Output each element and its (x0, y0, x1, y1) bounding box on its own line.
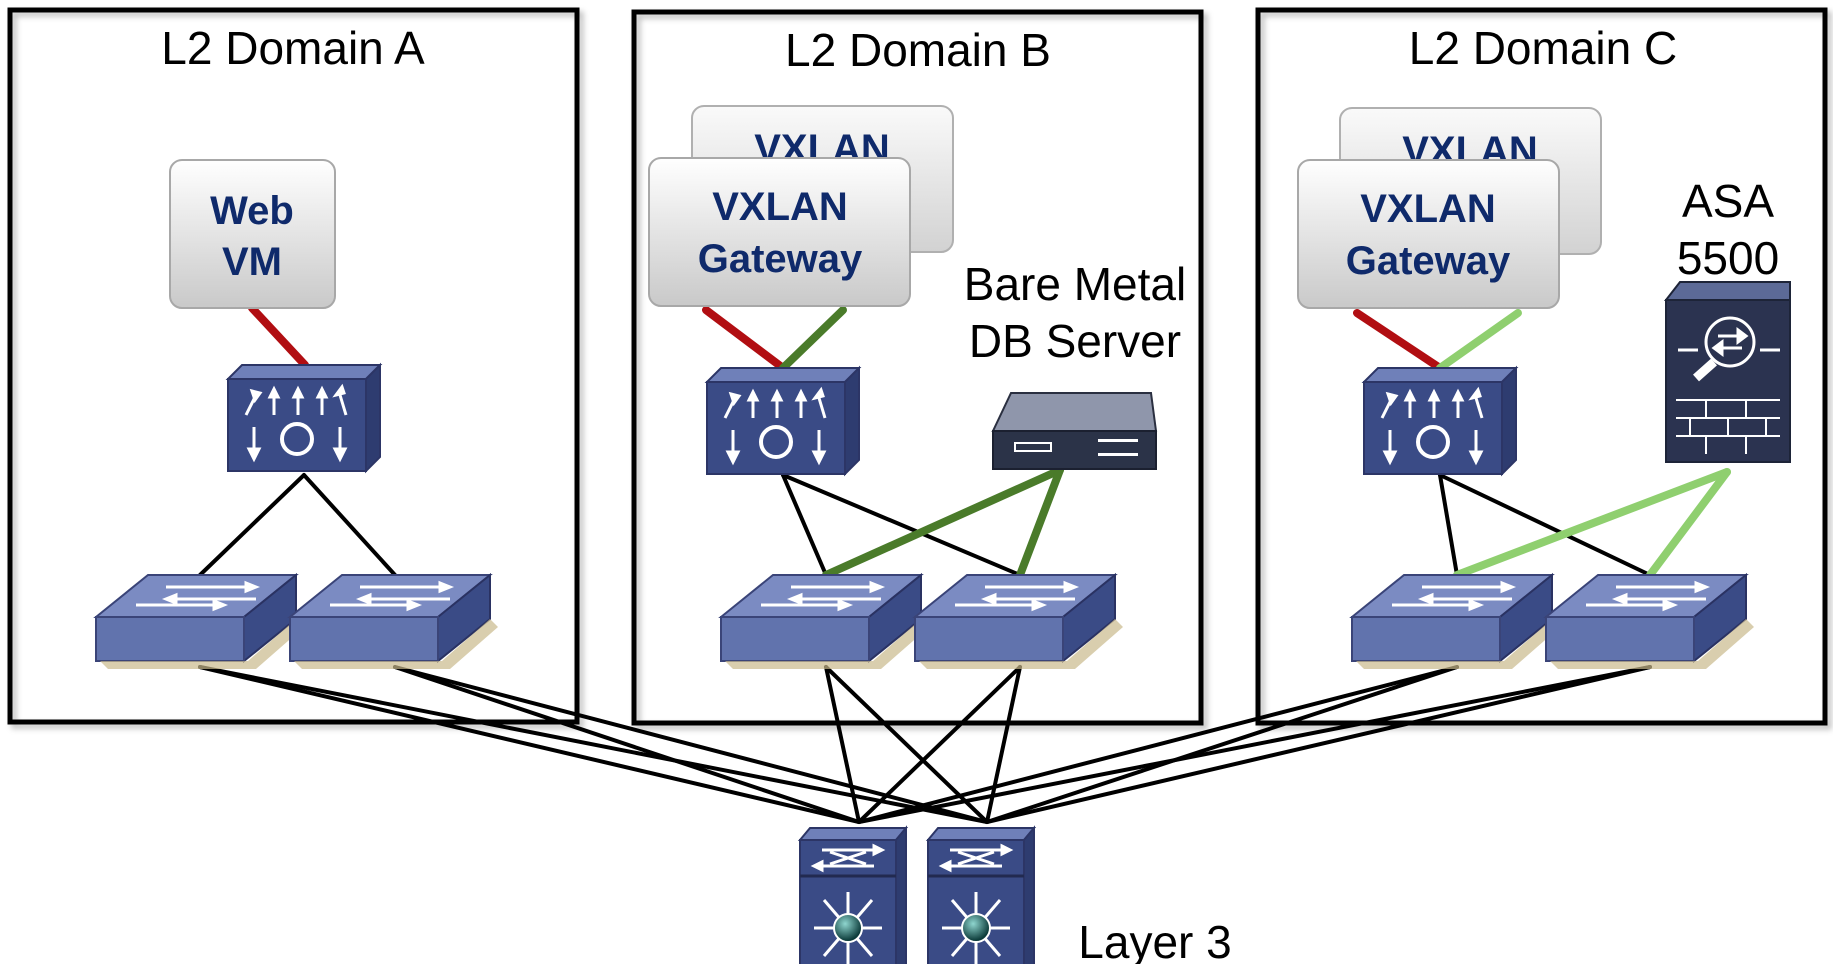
access-switch-c1 (1349, 572, 1560, 669)
access-switch-b1 (718, 572, 929, 669)
firewall-icon (1663, 281, 1791, 463)
red-link-gateway-c (1353, 309, 1444, 372)
lightgreen-link-asa-a (1453, 468, 1731, 579)
distribution-switch-b (704, 365, 862, 477)
web-vm: Web VM (169, 159, 336, 309)
green-link-bare-metal-a (822, 466, 1064, 579)
domain-title-c: L2 Domain C (1409, 22, 1677, 74)
asa-label-line2: 5500 (1677, 232, 1779, 284)
web-vm-label-line2: VM (222, 240, 282, 284)
domain-box-a: L2 Domain A (7, 7, 580, 725)
vxlan-gateway-b: VXLAN VXLAN Gateway (648, 105, 954, 307)
web-vm-label-line1: Web (210, 189, 294, 233)
lightgreen-link-asa-b (1646, 468, 1731, 579)
asa-firewall: ASA 5500 (1663, 175, 1791, 463)
green-link-gateway-b (779, 306, 847, 372)
domain-title-b: L2 Domain B (785, 24, 1051, 76)
red-link-gateway-b (702, 306, 787, 372)
access-switch-c2 (1543, 572, 1754, 669)
domain-title-a: L2 Domain A (161, 22, 425, 74)
access-links (198, 473, 1652, 577)
vxlan-gateway-c-label-line2: Gateway (1346, 239, 1511, 283)
vxlan-gateway-b-active: VXLAN Gateway (648, 157, 911, 307)
vxlan-gateway-c-active: VXLAN Gateway (1297, 159, 1560, 309)
bare-metal-label-line1: Bare Metal (964, 258, 1186, 310)
distribution-switch-c (1361, 365, 1519, 477)
lightgreen-link-gateway-c (1436, 309, 1522, 372)
vxlan-gateway-b-label-line2: Gateway (698, 237, 863, 281)
asa-label-line1: ASA (1682, 175, 1774, 227)
core-switch-2 (925, 825, 1037, 964)
domain-box-c: L2 Domain C (1255, 7, 1828, 726)
vxlan-gateway-c: VXLAN VXLAN Gateway (1297, 107, 1602, 309)
core-switch-1 (797, 825, 909, 964)
domain-box-b: L2 Domain B (631, 9, 1204, 726)
bare-metal-label-line2: DB Server (969, 315, 1181, 367)
access-switch-b2 (912, 572, 1123, 669)
green-link-bare-metal-b (1016, 466, 1064, 579)
access-switch-a2 (287, 572, 498, 669)
vxlan-gateway-b-label-line1: VXLAN (712, 185, 848, 229)
access-switch-a1 (93, 572, 304, 669)
server-icon (991, 392, 1158, 470)
core-uplinks (198, 665, 1652, 824)
vxlan-gateway-c-label-line1: VXLAN (1360, 187, 1496, 231)
colored-links (248, 304, 1731, 579)
red-link-web-vm (248, 304, 309, 369)
layer3-label: Layer 3 (1078, 916, 1231, 964)
bare-metal-db-server: Bare Metal DB Server (964, 258, 1186, 470)
distribution-switch-a (225, 362, 383, 474)
